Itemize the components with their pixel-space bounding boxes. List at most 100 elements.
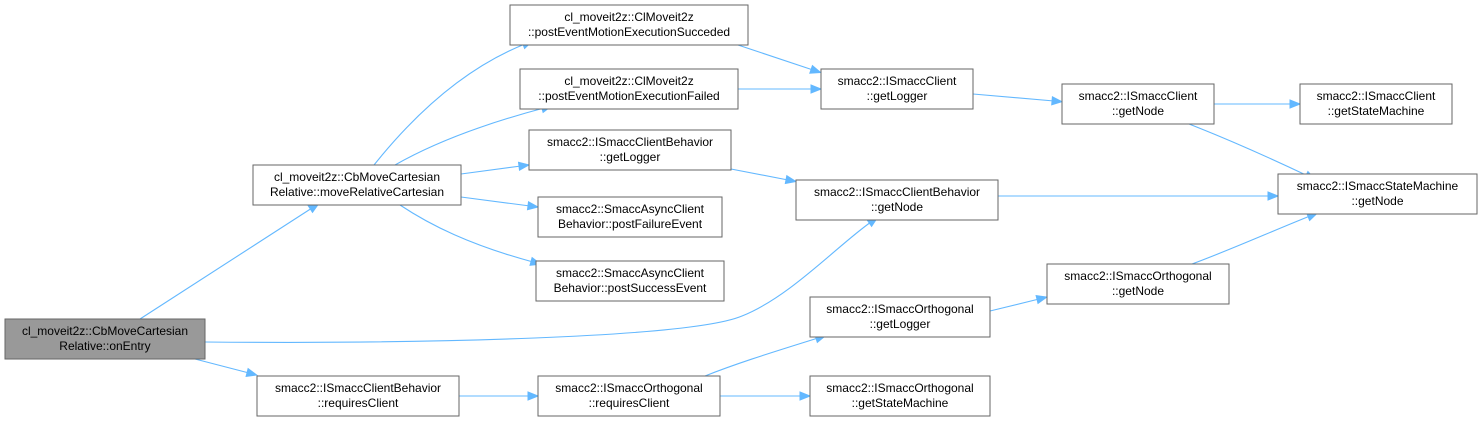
edge-orth_getnode-to-sm_getnode	[1191, 212, 1319, 265]
node-ismaccclientbehavior-requiresclient[interactable]: smacc2::ISmaccClientBehavior::requiresCl…	[256, 375, 460, 417]
node-label-line: ::getNode	[871, 200, 923, 214]
edge-orth_getlogger-to-orth_getnode	[989, 295, 1049, 312]
node-box	[1299, 83, 1453, 125]
node-label-line: smacc2::ISmaccClient	[1079, 89, 1198, 103]
edge-line	[194, 358, 250, 374]
edge-cb_requires-to-orth_requires	[459, 391, 540, 401]
node-layer: cl_moveit2z::CbMoveCartesianRelative::on…	[4, 4, 1478, 417]
edge-moverel-to-failed	[394, 104, 553, 166]
node-ismaccorthogonal-requiresclient[interactable]: smacc2::ISmaccOrthogonal::requiresClient	[537, 375, 721, 417]
node-label-line: cl_moveit2z::ClMoveit2z	[564, 10, 693, 24]
node-box	[809, 296, 991, 338]
edge-line	[1191, 215, 1311, 265]
node-label-line: smacc2::ISmaccClientBehavior	[275, 381, 441, 395]
node-label-line: smacc2::ISmaccOrthogonal	[826, 381, 973, 395]
edge-line	[730, 168, 789, 181]
node-label-line: ::getNode	[1351, 194, 1403, 208]
node-smaccasyncclientbehavior-postsuccessevent[interactable]: smacc2::SmaccAsyncClientBehavior::postSu…	[535, 260, 725, 302]
edge-moverel-to-cb_getlogger	[460, 161, 531, 175]
node-box	[252, 164, 462, 206]
node-box	[1046, 263, 1230, 305]
edge-arrowhead	[1289, 99, 1302, 109]
edge-line	[394, 107, 545, 166]
node-label-line: ::requiresClient	[589, 396, 670, 410]
node-box	[528, 129, 732, 171]
node-label-line: ::requiresClient	[318, 396, 399, 410]
node-label-line: smacc2::ISmaccClientBehavior	[814, 185, 980, 199]
edge-line	[399, 204, 534, 263]
node-box	[509, 4, 749, 46]
node-ismaccclientbehavior-getnode[interactable]: smacc2::ISmaccClientBehavior::getNode	[795, 179, 999, 221]
node-ismaccorthogonal-getstatemachine[interactable]: smacc2::ISmaccOrthogonal::getStateMachin…	[809, 375, 991, 417]
node-label-line: ::getStateMachine	[1328, 104, 1425, 118]
node-label-line: smacc2::ISmaccStateMachine	[1297, 179, 1459, 193]
node-label-line: ::getNode	[1112, 104, 1164, 118]
edge-line	[204, 221, 872, 343]
edge-onentry-to-cb_requires	[194, 358, 258, 377]
node-cbmovecartesianrelative-onentry: cl_moveit2z::CbMoveCartesianRelative::on…	[4, 318, 206, 360]
node-ismaccclientbehavior-getlogger[interactable]: smacc2::ISmaccClientBehavior::getLogger	[528, 129, 732, 171]
node-cbmovecartesianrelative-moverelativecartesian[interactable]: cl_moveit2z::CbMoveCartesianRelative::mo…	[252, 164, 462, 206]
edge-line	[989, 298, 1040, 312]
node-label-line: Behavior::postFailureEvent	[558, 217, 703, 231]
edge-orth_requires-to-orth_getlogger	[704, 334, 827, 377]
edge-failed-to-client_getlogger	[738, 84, 823, 94]
edge-cb_getlogger-to-cb_getnode	[730, 168, 798, 185]
node-label-line: smacc2::ISmaccClient	[1317, 89, 1436, 103]
node-label-line: smacc2::ISmaccOrthogonal	[1064, 269, 1211, 283]
node-box	[820, 68, 974, 110]
edge-line	[737, 44, 814, 71]
edge-arrowhead	[809, 64, 822, 74]
node-label-line: cl_moveit2z::CbMoveCartesian	[22, 324, 188, 338]
edge-line	[1188, 123, 1309, 177]
edge-line	[460, 165, 522, 175]
edge-client_getnode-to-sm_getnode	[1188, 123, 1317, 180]
edge-arrowhead	[517, 161, 531, 172]
node-ismaccorthogonal-getlogger[interactable]: smacc2::ISmaccOrthogonal::getLogger	[809, 296, 991, 338]
node-box	[795, 179, 999, 221]
node-ismaccclient-getnode[interactable]: smacc2::ISmaccClient::getNode	[1061, 83, 1215, 125]
edge-arrowhead	[245, 367, 258, 377]
edge-moverel-to-postsuccess	[399, 204, 543, 266]
edge-line	[139, 207, 313, 320]
edge-cb_getnode-to-sm_getnode	[998, 191, 1280, 201]
node-box	[1061, 83, 1215, 125]
node-label-line: ::getLogger	[867, 89, 928, 103]
node-label-line: ::postEventMotionExecutionSucceded	[528, 25, 730, 39]
edge-succeded-to-client_getlogger	[737, 44, 822, 74]
node-box	[4, 318, 206, 360]
node-clmoveit2z-posteventmotionexecutionfailed[interactable]: cl_moveit2z::ClMoveit2z::postEventMotion…	[519, 68, 739, 110]
edge-arrowhead	[527, 391, 540, 401]
node-label-line: Behavior::postSuccessEvent	[554, 281, 707, 295]
node-box	[537, 196, 723, 238]
node-label-line: ::postEventMotionExecutionFailed	[538, 89, 719, 103]
edge-line	[373, 43, 526, 166]
edge-client_getlogger-to-client_getnode	[972, 93, 1064, 106]
node-ismaccorthogonal-getnode[interactable]: smacc2::ISmaccOrthogonal::getNode	[1046, 263, 1230, 305]
node-box	[537, 375, 721, 417]
edge-onentry-to-moverel	[139, 202, 320, 320]
node-clmoveit2z-posteventmotionexecutionsucceded[interactable]: cl_moveit2z::ClMoveit2z::postEventMotion…	[509, 4, 749, 46]
node-label-line: cl_moveit2z::CbMoveCartesian	[274, 170, 440, 184]
edge-line	[704, 337, 819, 377]
node-label-line: smacc2::SmaccAsyncClient	[556, 266, 705, 280]
edge-arrowhead	[1267, 191, 1280, 201]
edge-arrowhead	[799, 391, 812, 401]
node-smaccasyncclientbehavior-postfailureevent[interactable]: smacc2::SmaccAsyncClientBehavior::postFa…	[537, 196, 723, 238]
node-label-line: smacc2::ISmaccOrthogonal	[555, 381, 702, 395]
node-label-line: Relative::onEntry	[59, 339, 150, 353]
edge-line	[460, 196, 531, 207]
node-box	[535, 260, 725, 302]
edge-moverel-to-succeded	[373, 40, 534, 166]
node-ismaccstatemachine-getnode[interactable]: smacc2::ISmaccStateMachine::getNode	[1277, 173, 1478, 215]
edge-arrowhead	[810, 84, 823, 94]
node-label-line: smacc2::ISmaccOrthogonal	[826, 302, 973, 316]
node-label-line: ::getNode	[1112, 284, 1164, 298]
node-ismaccclient-getstatemachine[interactable]: smacc2::ISmaccClient::getStateMachine	[1299, 83, 1453, 125]
edge-arrowhead	[784, 174, 798, 185]
edge-orth_requires-to-orth_getsm	[720, 391, 812, 401]
node-label-line: smacc2::SmaccAsyncClient	[556, 202, 705, 216]
edge-client_getnode-to-client_getsm	[1214, 99, 1302, 109]
node-ismaccclient-getlogger[interactable]: smacc2::ISmaccClient::getLogger	[820, 68, 974, 110]
